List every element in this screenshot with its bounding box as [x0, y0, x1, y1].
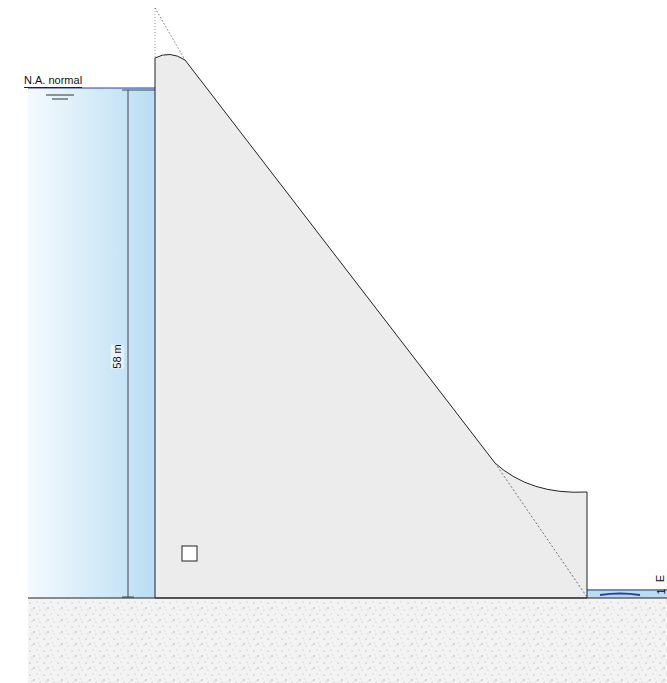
theoretical-profile	[155, 8, 185, 60]
inspection-gallery	[182, 546, 197, 561]
tailwater-wave	[600, 594, 640, 596]
reservoir-water	[28, 88, 155, 598]
water-level-symbol	[46, 95, 74, 96]
foundation-rock	[28, 598, 667, 683]
elevation-label: E	[656, 574, 667, 581]
theoretical-profile	[495, 463, 587, 597]
dimension-tick	[122, 90, 155, 91]
water-level-label: N.A. normal	[24, 75, 82, 88]
ground-line	[28, 598, 667, 599]
dimension-tick	[122, 597, 134, 598]
dimension-line	[128, 90, 129, 597]
dimension-label: 58 m	[111, 344, 124, 368]
theoretical-profile	[155, 8, 156, 58]
dam-body	[155, 54, 587, 598]
elevation-label: 1	[656, 588, 667, 594]
water-level-symbol	[52, 99, 68, 100]
